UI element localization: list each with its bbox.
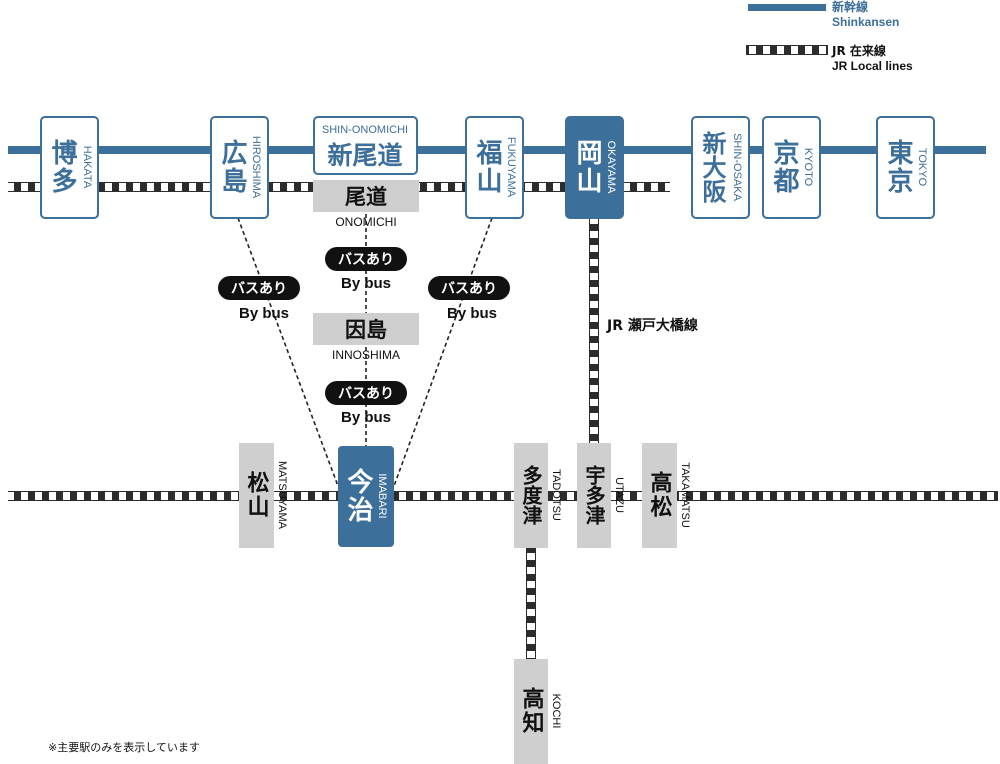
station-name-en: IMABARI [376,473,388,518]
bus-label-left: バスあり By bus [218,276,300,322]
legend-local-jp: JR 在来線 [831,43,886,58]
station-box [465,116,524,219]
station-name-en: HAKATA [81,146,93,189]
station-name-en: TAKAMATSU [679,462,691,528]
station-box [210,116,269,219]
bus-badge-text: バスあり [338,386,394,402]
bus-badge [428,276,510,300]
bus-label-innoshima: バスあり By bus [325,381,407,426]
legend-local-en: JR Local lines [832,59,913,73]
station-name-jp: 新大阪 [698,130,726,204]
legend-shinkansen-jp: 新幹線 [832,0,868,14]
bus-badge [325,381,407,405]
station-hakata[interactable]: 博多 HAKATA [40,116,99,219]
bus-label-en: By bus [341,409,391,426]
station-matsuyama[interactable]: 松山 MATSUYAMA [239,443,288,548]
station-name-en: TADOTSU [550,469,562,521]
station-name-jp: 松山 [244,471,270,519]
station-imabari[interactable]: 今治 IMABARI [338,446,394,547]
station-name-jp: 京都 [769,138,800,195]
legend-local-swatch [747,46,827,54]
station-onomichi[interactable]: 尾道 ONOMICHI [313,180,419,229]
dosan-line [527,546,535,660]
station-name-jp: 博多 [47,139,77,195]
bus-label-onomichi: バスあり By bus [325,247,407,292]
seto-ohashi-line-label: JR 瀬戸大橋線 [606,317,698,334]
station-name-en: UTAZU [613,477,625,513]
station-shin-onomichi[interactable]: SHIN-ONOMICHI 新尾道 [313,116,418,175]
station-box [313,180,419,212]
station-name-jp: 因島 [345,318,387,342]
station-name-jp: 今治 [343,467,373,524]
station-shin-osaka[interactable]: 新大阪 SHIN-OSAKA [691,116,750,219]
lines [8,146,998,660]
station-box [762,116,821,219]
station-name-en: TOKYO [916,148,928,187]
station-name-jp: 多度津 [519,464,543,525]
station-box [40,116,99,219]
station-box [876,116,935,219]
station-name-en: OKAYAMA [605,141,617,194]
station-box [313,116,418,175]
station-name-en: INNOSHIMA [332,348,400,362]
station-box [577,443,611,548]
station-kyoto[interactable]: 京都 KYOTO [762,116,821,219]
station-name-en: KOCHI [550,694,562,729]
station-box [642,443,677,548]
station-box [514,443,548,548]
bus-route-fukuyama [393,217,493,487]
station-name-jp: 福山 [472,139,503,195]
legend-shinkansen-en: Shinkansen [832,15,899,29]
station-innoshima[interactable]: 因島 INNOSHIMA [313,313,419,362]
local-line-bottom [8,492,998,500]
bus-badge-text: バスあり [338,252,394,268]
station-utazu[interactable]: 宇多津 UTAZU [577,443,625,548]
bus-badge-text: バスあり [231,281,287,297]
bus-label-en: By bus [239,305,289,322]
legend: 新幹線 Shinkansen JR 在来線 JR Local lines [746,0,913,73]
station-name-jp: 東京 [883,139,913,195]
station-name-jp: 高松 [647,470,673,519]
station-okayama[interactable]: 岡山 OKAYAMA [565,116,624,219]
station-name-en: SHIN-ONOMICHI [322,124,408,136]
station-box [565,116,624,219]
footnote: ※主要駅のみを表示しています [48,740,200,754]
bus-badge-text: バスあり [441,281,497,297]
station-tadotsu[interactable]: 多度津 TADOTSU [514,443,562,548]
station-name-en: FUKUYAMA [505,137,517,198]
bus-badge [325,247,407,271]
station-box [239,443,274,548]
station-box [338,446,394,547]
station-name-en: HIROSHIMA [250,136,262,199]
station-name-en: ONOMICHI [335,215,396,229]
bus-label-en: By bus [341,275,391,292]
station-box [313,313,419,345]
station-fukuyama[interactable]: 福山 FUKUYAMA [465,116,524,219]
station-name-jp: 尾道 [345,185,387,209]
bus-route-hiroshima [237,217,339,487]
seto-ohashi-line [590,215,598,446]
station-name-en: KYOTO [802,148,814,187]
station-takamatsu[interactable]: 高松 TAKAMATSU [642,443,691,548]
station-name-jp: 岡山 [572,139,602,195]
bus-badge [218,276,300,300]
station-hiroshima[interactable]: 広島 HIROSHIMA [210,116,269,219]
station-name-en: MATSUYAMA [276,461,288,530]
station-kochi[interactable]: 高知 KOCHI [514,659,562,764]
station-name-jp: 高知 [519,686,545,735]
station-name-jp: 宇多津 [582,464,606,525]
station-name-jp: 新尾道 [327,141,402,170]
bus-label-en: By bus [447,305,497,322]
station-box [691,116,750,219]
bus-label-right: バスあり By bus [428,276,510,322]
station-name-jp: 広島 [217,138,247,195]
station-name-en: SHIN-OSAKA [731,133,743,202]
station-box [514,659,548,764]
station-tokyo[interactable]: 東京 TOKYO [876,116,935,219]
legend-shinkansen-swatch [748,4,826,11]
